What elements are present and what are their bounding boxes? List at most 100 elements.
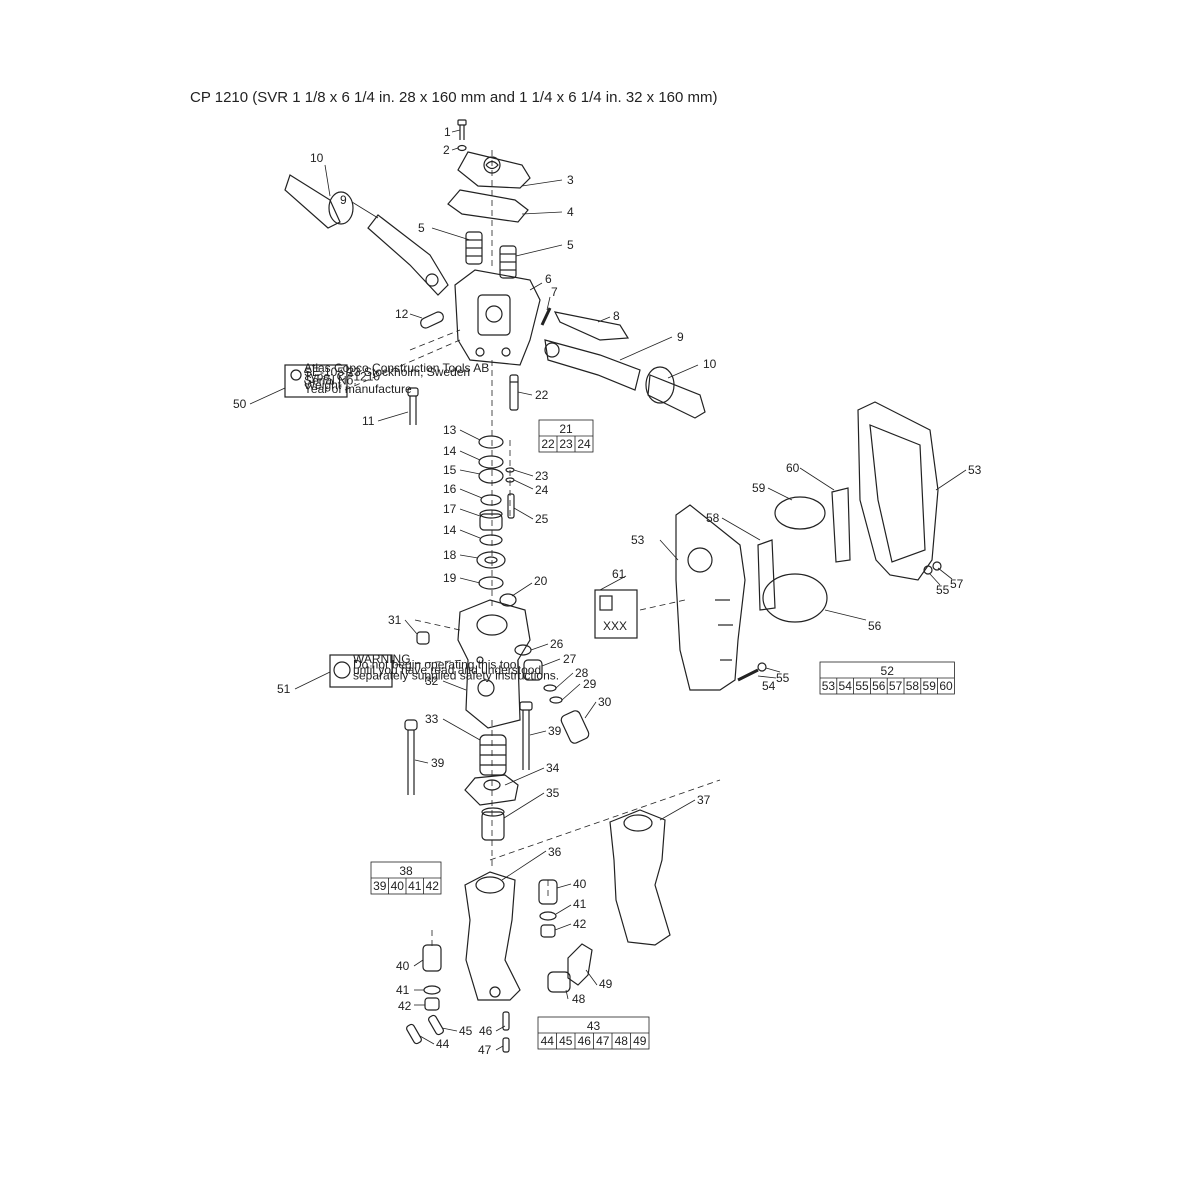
label-61 <box>594 589 638 639</box>
callout-12: 12 <box>395 307 409 321</box>
kit-43-part-47: 47 <box>596 1034 610 1048</box>
kit-52-part-53: 53 <box>822 679 836 693</box>
decal-51-line: separately supplied safety instructions. <box>353 669 559 683</box>
decal-50-line: Atlas Copco Construction Tools AB <box>304 361 489 375</box>
callout-8: 8 <box>613 309 620 323</box>
callout-5: 5 <box>567 238 574 252</box>
part-34-flange <box>464 774 519 806</box>
callout-61: 61 <box>612 567 626 581</box>
callout-40: 40 <box>573 877 587 891</box>
callout-9: 9 <box>677 330 684 344</box>
part-39-bolt-left <box>404 719 418 795</box>
part-5-springs <box>465 231 517 279</box>
part-22-valve-stem <box>509 374 519 411</box>
part-53-muffler-front <box>675 504 746 691</box>
part-29-ring <box>549 696 563 704</box>
part-45-pin <box>428 1014 444 1036</box>
part-59-seal <box>774 496 826 530</box>
decal-50-line: SE-105 23 Stockholm, Sweden <box>304 365 470 379</box>
kit-43-id: 43 <box>587 1019 601 1033</box>
callout-51: 51 <box>277 682 291 696</box>
part-26-seal <box>514 644 532 656</box>
decal-50 <box>284 364 348 398</box>
parts-13-19-rings-and-valve <box>476 435 506 590</box>
kit-52-part-55: 55 <box>855 679 869 693</box>
decal-texts: Atlas Copco Construction Tools ABSE-105 … <box>304 361 627 683</box>
callout-26: 26 <box>550 637 564 651</box>
part-54-screw <box>737 668 759 682</box>
kit-38-id: 38 <box>399 864 413 878</box>
part-35-bushing <box>481 807 505 841</box>
kit-52-id: 52 <box>881 664 895 678</box>
callout-59: 59 <box>752 481 766 495</box>
callout-55: 55 <box>776 671 790 685</box>
part-7-pin <box>540 307 552 326</box>
callout-57: 57 <box>950 577 964 591</box>
callout-42: 42 <box>398 999 412 1013</box>
callout-40: 40 <box>396 959 410 973</box>
callout-15: 15 <box>443 463 457 477</box>
callout-30: 30 <box>598 695 612 709</box>
part-57-nut <box>932 561 942 571</box>
callout-34: 34 <box>546 761 560 775</box>
part-44-pin <box>406 1023 422 1045</box>
part-49-latch <box>567 943 593 986</box>
kit-38-part-39: 39 <box>373 879 387 893</box>
callout-6: 6 <box>545 272 552 286</box>
part-20-plug <box>499 593 517 607</box>
part-47-pin <box>502 1037 510 1053</box>
callout-33: 33 <box>425 712 439 726</box>
part-56-seal <box>762 573 828 623</box>
part-10-grip-right <box>645 366 706 419</box>
callout-4: 4 <box>567 205 574 219</box>
callout-17: 17 <box>443 502 457 516</box>
callout-60: 60 <box>786 461 800 475</box>
callout-39: 39 <box>431 756 445 770</box>
callout-47: 47 <box>478 1043 492 1057</box>
parts-40-42-set-right <box>538 879 558 938</box>
part-60-pad <box>831 487 851 563</box>
decal-51-line: until you have read and understood <box>353 663 541 677</box>
kit-52-part-58: 58 <box>906 679 920 693</box>
kit-52-part-56: 56 <box>872 679 886 693</box>
part-55-washer-rear <box>923 565 933 575</box>
part-39-bolt-right <box>519 701 533 770</box>
part-25-spring <box>507 493 515 519</box>
callout-44: 44 <box>436 1037 450 1051</box>
callout-55: 55 <box>936 583 950 597</box>
callout-11: 11 <box>362 414 375 428</box>
part-10-grip-left <box>284 174 354 229</box>
decal-50-line: Type: CP1210 <box>304 369 380 383</box>
callout-35: 35 <box>546 786 560 800</box>
kit-38-part-40: 40 <box>391 879 405 893</box>
part-58-pad <box>757 539 776 611</box>
callout-48: 48 <box>572 992 586 1006</box>
callout-18: 18 <box>443 548 457 562</box>
kit-43-part-45: 45 <box>559 1034 573 1048</box>
callout-32: 32 <box>425 674 439 688</box>
callout-41: 41 <box>573 897 587 911</box>
part-3-top-cover <box>457 151 531 189</box>
part-12-pin <box>420 311 444 329</box>
callout-42: 42 <box>573 917 587 931</box>
callout-39: 39 <box>548 724 562 738</box>
kit-43-part-49: 49 <box>633 1034 647 1048</box>
callout-27: 27 <box>563 652 577 666</box>
kit-43-part-46: 46 <box>578 1034 592 1048</box>
callout-49: 49 <box>599 977 613 991</box>
part-31-nut <box>416 631 430 645</box>
callout-20: 20 <box>534 574 548 588</box>
kit-52-part-57: 57 <box>889 679 903 693</box>
callout-36: 36 <box>548 845 562 859</box>
callout-22: 22 <box>535 388 549 402</box>
part-46-spring <box>502 1011 510 1031</box>
part-48-bushing <box>547 971 571 993</box>
callout-56: 56 <box>868 619 882 633</box>
kit-21-part-23: 23 <box>559 437 573 451</box>
